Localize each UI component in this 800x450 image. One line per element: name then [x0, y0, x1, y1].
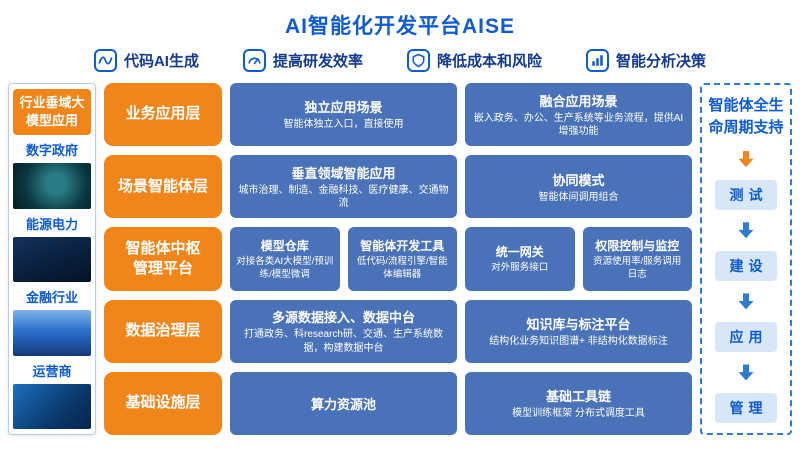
arch-box-agent-dev-tools: 智能体开发工具 低代码/流程引擎/智能体编辑器	[347, 227, 457, 291]
industry-label-operator: 运营商	[32, 363, 72, 379]
layer-business-app: 业务应用层 独立应用场景 智能体独立入口，直接使用 融合应用场景 嵌入政务、办公…	[104, 83, 692, 147]
feature-label: 降低成本和风险	[437, 53, 543, 70]
lifecycle-step-apply: 应用	[715, 321, 777, 352]
arch-box-vertical-apps: 垂直领域智能应用 城市治理、制造、金融科技、医疗健康、交通物流	[230, 155, 457, 219]
box-desc: 对接各类AI大模型/预训练/模型微调	[236, 255, 334, 280]
down-arrow-icon	[738, 222, 754, 239]
arch-box-toolchain: 基础工具链 模型训练框架 分布式调度工具	[465, 371, 692, 436]
industry-photo	[13, 383, 91, 429]
box-title: 融合应用场景	[539, 93, 618, 109]
lifecycle-title: 智能体全生 命周期支持	[708, 97, 784, 136]
down-arrow-icon	[738, 151, 754, 168]
arch-box-knowledge-annotation: 知识库与标注平台 结构化业务知识图谱+ 非结构化数据标注	[465, 299, 692, 363]
box-desc: 打通政务、科research研、交通、生产系统数据，构建数据中台	[244, 329, 443, 354]
feature-row: 代码AI生成 提高研发效率 降低成本和风险 智能分析决策	[8, 49, 792, 72]
lifecycle-sidebar: 智能体全生 命周期支持 测试 建设 应用 管理	[700, 83, 792, 435]
layer-infrastructure: 基础设施层 算力资源池 基础工具链 模型训练框架 分布式调度工具	[104, 371, 692, 436]
box-desc: 资源使用率/服务调用日志	[593, 255, 682, 280]
feature-code-ai: 代码AI生成	[93, 49, 199, 72]
layer-agent-hub: 智能体中枢 管理平台 模型仓库 对接各类AI大模型/预训练/模型微调 智能体开发…	[104, 227, 692, 291]
box-title: 协同模式	[552, 172, 605, 188]
industry-photo	[13, 163, 91, 209]
box-title: 独立应用场景	[304, 100, 383, 116]
layer-label: 数据治理层	[104, 299, 222, 363]
feature-efficiency: 提高研发效率	[242, 49, 363, 72]
arch-box-unified-gateway: 统一网关 对外服务接口	[465, 227, 575, 291]
box-title: 垂直领域智能应用	[291, 165, 396, 181]
box-title: 权限控制与监控	[595, 238, 680, 253]
architecture-layers: 业务应用层 独立应用场景 智能体独立入口，直接使用 融合应用场景 嵌入政务、办公…	[104, 83, 692, 436]
industry-label-finance: 金融行业	[25, 290, 78, 306]
industry-sidebar: 行业垂域大 模型应用 数字政府 能源电力 金融行业 运营商	[8, 83, 96, 435]
code-ai-icon	[93, 49, 117, 72]
page-title: AI智能化开发平台AISE	[284, 15, 515, 38]
box-desc: 低代码/流程引擎/智能体编辑器	[356, 255, 448, 280]
box-title: 模型仓库	[260, 238, 309, 253]
layer-data-governance: 数据治理层 多源数据接入、数据中台 打通政务、科research研、交通、生产系…	[104, 299, 692, 363]
arch-box-data-platform: 多源数据接入、数据中台 打通政务、科research研、交通、生产系统数据，构建…	[230, 299, 457, 363]
feature-label: 智能分析决策	[616, 53, 707, 70]
box-desc: 结构化业务知识图谱+ 非结构化数据标注	[489, 335, 668, 347]
box-desc: 对外服务接口	[491, 262, 549, 274]
feature-analysis: 智能分析决策	[586, 49, 706, 72]
box-desc: 嵌入政务、办公、生产系统等业务流程，提供AI增强功能	[473, 112, 684, 138]
arch-box-independent-scenario: 独立应用场景 智能体独立入口，直接使用	[230, 83, 457, 147]
lifecycle-step-manage: 管理	[715, 393, 777, 423]
arch-box-collab-mode: 协同模式 智能体间调用组合	[465, 155, 692, 219]
main-area: 行业垂域大 模型应用 数字政府 能源电力 金融行业 运营商 业务应用层 独立应用…	[8, 83, 792, 436]
box-desc: 城市治理、制造、金融科技、医疗健康、交通物流	[238, 184, 449, 210]
box-title: 智能体开发工具	[360, 238, 445, 253]
lifecycle-step-build: 建设	[715, 250, 777, 281]
box-title: 知识库与标注平台	[526, 316, 631, 332]
layer-label: 场景智能体层	[104, 155, 222, 219]
feature-label: 提高研发效率	[272, 53, 363, 70]
box-title: 算力资源池	[310, 396, 376, 412]
feature-risk: 降低成本和风险	[407, 49, 542, 72]
box-title: 多源数据接入、数据中台	[271, 310, 415, 326]
arch-box-compute-pool: 算力资源池	[230, 371, 457, 436]
industry-label-energy: 能源电力	[25, 216, 78, 232]
box-desc: 模型训练框架 分布式调度工具	[512, 408, 645, 420]
analysis-icon	[586, 49, 610, 72]
industry-photo	[13, 310, 91, 356]
arch-box-integrated-scenario: 融合应用场景 嵌入政务、办公、生产系统等业务流程，提供AI增强功能	[465, 83, 692, 147]
feature-label: 代码AI生成	[123, 53, 199, 70]
industry-sidebar-title: 行业垂域大 模型应用	[13, 89, 91, 136]
layer-label: 基础设施层	[104, 371, 222, 436]
down-arrow-icon	[738, 364, 754, 381]
industry-label-digital-gov: 数字政府	[25, 143, 78, 159]
box-desc: 智能体独立入口，直接使用	[283, 119, 404, 131]
layer-label: 智能体中枢 管理平台	[104, 227, 222, 291]
box-title: 统一网关	[495, 245, 544, 260]
box-title: 基础工具链	[545, 389, 611, 405]
box-desc: 智能体间调用组合	[538, 191, 619, 203]
lifecycle-step-test: 测试	[715, 179, 777, 210]
risk-icon	[407, 49, 430, 72]
arch-box-permission-monitor: 权限控制与监控 资源使用率/服务调用日志	[582, 227, 692, 291]
layer-label: 业务应用层	[104, 83, 222, 147]
industry-photo	[13, 236, 91, 283]
layer-scenario-agent: 场景智能体层 垂直领域智能应用 城市治理、制造、金融科技、医疗健康、交通物流 协…	[104, 155, 692, 219]
down-arrow-icon	[738, 293, 754, 310]
arch-box-model-repo: 模型仓库 对接各类AI大模型/预训练/模型微调	[230, 227, 340, 291]
efficiency-icon	[242, 49, 266, 72]
